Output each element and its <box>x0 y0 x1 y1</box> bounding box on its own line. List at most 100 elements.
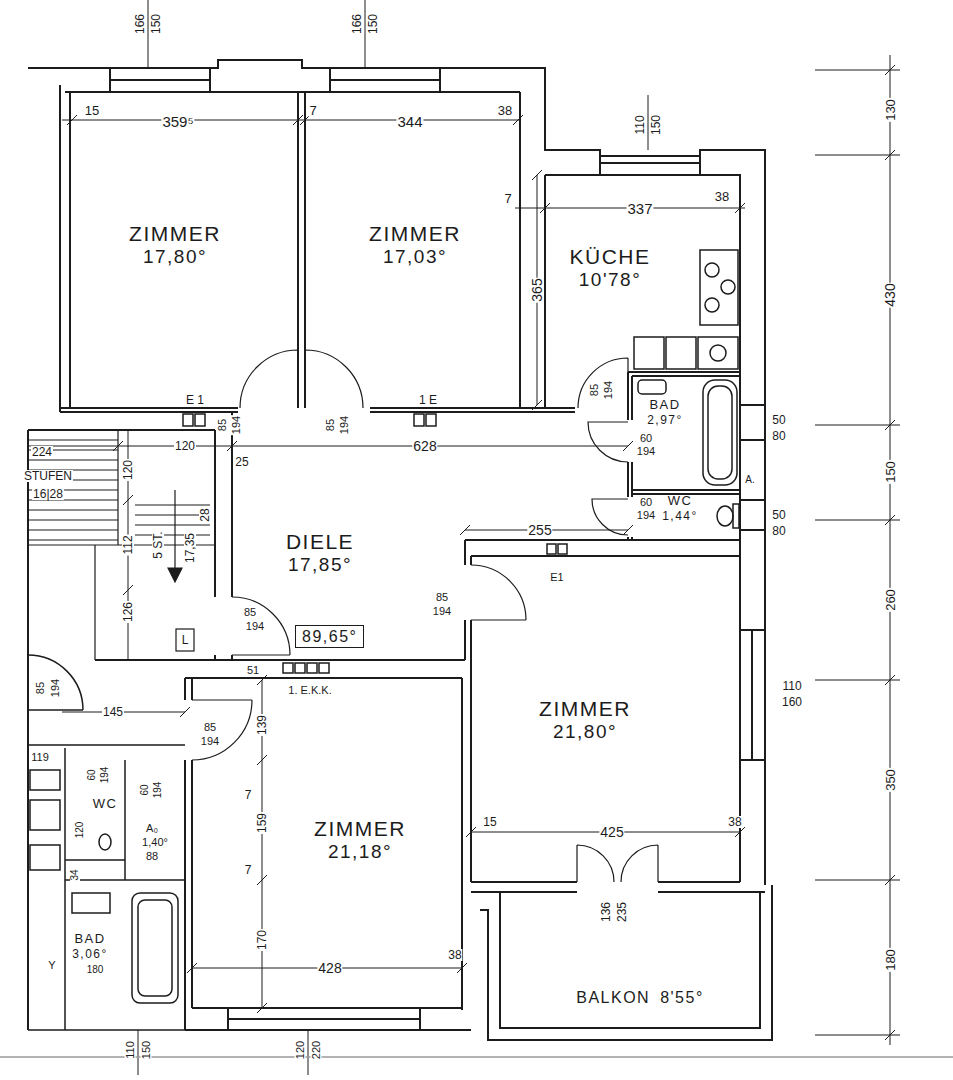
wall-line <box>600 156 700 175</box>
fixture-symbol <box>698 337 738 369</box>
room-area-value: 17,85° <box>288 554 352 577</box>
dimension-label: 150 <box>884 460 897 484</box>
door-swing <box>621 845 658 882</box>
dimension-label: 25 <box>234 456 249 468</box>
dimension-label: 235 <box>616 901 628 923</box>
dimension-label: 110 <box>781 680 802 692</box>
neighbour-unit <box>28 709 83 711</box>
dimension-label: 194 <box>636 510 656 521</box>
dimension-label: STUFEN <box>23 470 73 482</box>
dimension-label: 7 <box>503 192 512 205</box>
dimension-label: 38 <box>714 190 730 203</box>
dimension-label: 194 <box>245 621 265 632</box>
room-name: WC <box>93 796 118 812</box>
neighbour-unit <box>72 893 110 913</box>
neighbour-unit <box>30 800 60 830</box>
dimension-label: 255 <box>527 523 552 537</box>
dimension-label: 160 <box>781 696 803 708</box>
dimension-label: 85 <box>203 722 217 733</box>
dimension-label: 112 <box>122 534 134 555</box>
wall-line <box>465 540 740 556</box>
dimension-label: 15 <box>482 816 497 828</box>
dimension-label: 126 <box>122 601 134 623</box>
wall-line <box>740 630 765 760</box>
dimension-label: 428 <box>317 961 342 975</box>
dimension-label: 425 <box>599 825 624 839</box>
room-text-block: BAD2,97° <box>647 397 683 427</box>
stair-symbol <box>168 568 182 582</box>
room-text-block: KÜCHE10'78° <box>569 244 650 292</box>
wall-line <box>298 92 305 408</box>
room-name: BAD <box>649 397 680 413</box>
dimension-line <box>138 0 648 1075</box>
dimension-label: 430 <box>883 282 897 307</box>
dimension-line <box>62 115 523 125</box>
wall-line <box>95 660 465 678</box>
dimension-label: E1 <box>549 572 564 583</box>
stair-symbol <box>174 490 175 572</box>
dimension-label: 194 <box>153 781 163 800</box>
dimension-label: 1 E <box>418 394 438 406</box>
room-area-value: 10'78° <box>579 269 642 292</box>
stair-symbol <box>135 505 210 535</box>
dimension-line <box>123 430 133 660</box>
dimension-label: 85 <box>435 592 449 603</box>
dimension-label: 150 <box>367 13 379 35</box>
room-name: BALKON <box>576 988 650 1007</box>
room-text-block: BAD3,06° <box>72 931 108 961</box>
dimension-line <box>257 675 267 1013</box>
dimension-line <box>28 441 633 451</box>
wall-line <box>110 68 440 92</box>
fixture-symbol <box>638 380 666 394</box>
room-name: DIELE <box>286 529 354 554</box>
dimension-label: 180 <box>86 965 105 975</box>
wall-line <box>628 372 740 376</box>
fixture-symbol <box>733 504 739 528</box>
dimension-label: 38 <box>497 104 513 117</box>
dimension-label: L <box>181 634 190 646</box>
room-area-value: 2,97° <box>647 413 683 427</box>
dimension-label: E 1 <box>185 394 205 406</box>
dimension-label: 194 <box>100 766 110 785</box>
fixture-symbol <box>183 414 193 426</box>
neighbour-unit <box>28 745 185 1030</box>
dimension-label: 150 <box>650 114 662 136</box>
door-swing <box>192 700 252 760</box>
fixture-symbol <box>307 663 317 673</box>
dimension-label: 7 <box>244 789 253 801</box>
wall-line <box>60 408 575 412</box>
fixture-symbol <box>558 544 567 554</box>
room-area-value: 8'55° <box>660 988 704 1007</box>
fixture-symbol <box>666 337 696 369</box>
neighbour-unit <box>99 834 111 850</box>
dimension-label: 170 <box>256 929 268 951</box>
neighbour-unit <box>28 655 83 710</box>
wall-line <box>28 60 765 885</box>
fixture-symbol <box>703 380 737 485</box>
dimension-label: 194 <box>339 415 350 435</box>
room-text-block: 89,65° <box>302 627 357 646</box>
fixture-symbol <box>634 337 664 369</box>
dimension-label: 38 <box>727 816 742 828</box>
dimension-label: 88 <box>145 851 159 862</box>
neighbour-unit <box>30 845 60 870</box>
dimension-label: 220 <box>311 1040 322 1060</box>
room-area: BALKON 8'55° <box>488 892 770 1040</box>
room-text-block: BALKON 8'55° <box>576 988 704 1007</box>
door-swing <box>305 350 363 408</box>
dimension-label: 85 <box>325 418 336 432</box>
dimension-label: 80 <box>771 430 786 442</box>
dimension-label: 344 <box>396 114 423 129</box>
dimension-label: 194 <box>603 380 614 400</box>
dimension-label: 194 <box>432 606 452 617</box>
dimension-label: 120 <box>295 1040 306 1060</box>
room-name: ZIMMER <box>539 696 631 721</box>
stair-symbol <box>28 430 215 660</box>
wall-line <box>60 85 70 412</box>
dimension-line <box>28 0 900 1075</box>
dimension-label: 110 <box>634 114 646 135</box>
fixture-symbol <box>283 663 293 673</box>
wall-line <box>185 1008 471 1030</box>
fixture-symbol <box>705 298 719 312</box>
